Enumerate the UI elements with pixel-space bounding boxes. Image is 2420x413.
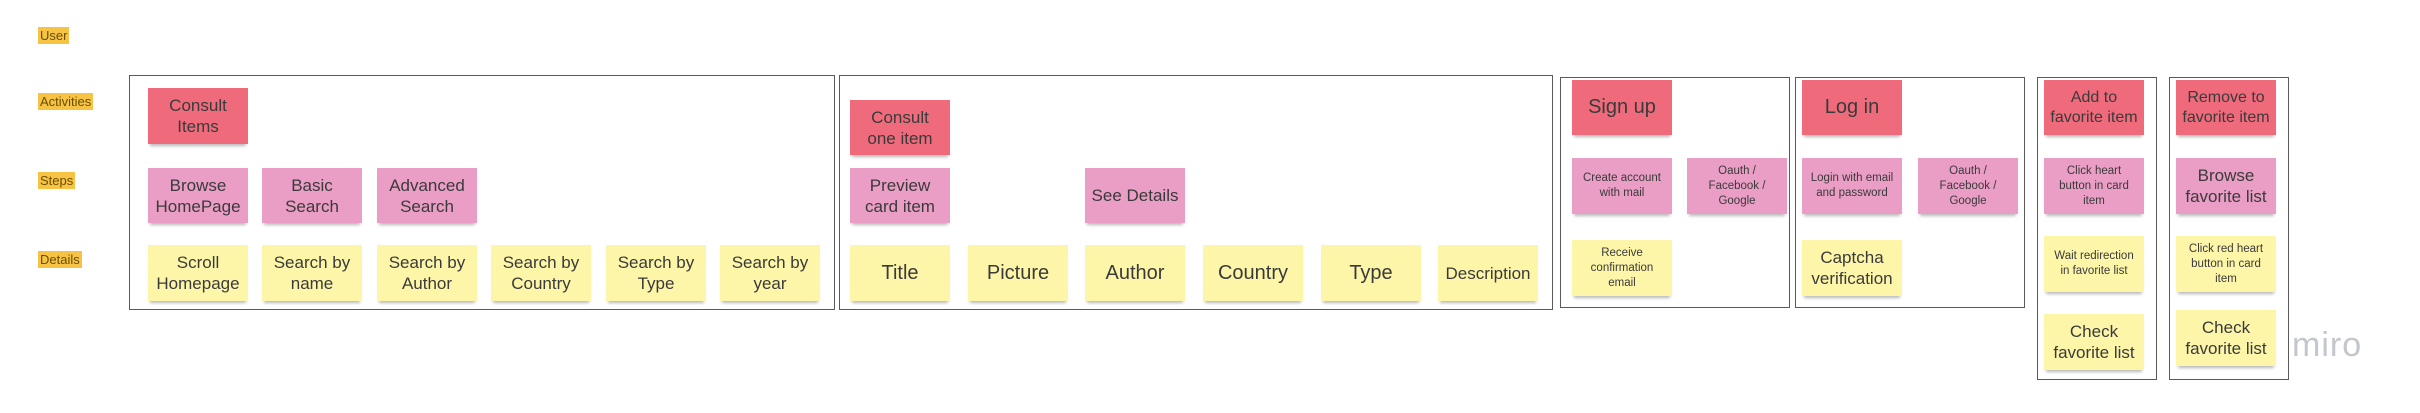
step-create-account-with-mail[interactable]: Create account with mail bbox=[1572, 158, 1672, 214]
frame-sign-up[interactable] bbox=[1560, 77, 1790, 308]
row-label-details: Details bbox=[38, 251, 82, 268]
detail-search-by-type[interactable]: Search by Type bbox=[606, 245, 706, 301]
frame-remove-favorite[interactable] bbox=[2169, 77, 2289, 380]
frame-consult-one-item[interactable] bbox=[839, 75, 1553, 310]
detail-type[interactable]: Type bbox=[1321, 245, 1421, 301]
activity-sign-up[interactable]: Sign up bbox=[1572, 80, 1672, 135]
frame-log-in[interactable] bbox=[1795, 77, 2025, 308]
step-login-with-email[interactable]: Login with email and password bbox=[1802, 158, 1902, 214]
detail-description[interactable]: Description bbox=[1438, 245, 1538, 301]
activity-consult-one-item[interactable]: Consult one item bbox=[850, 100, 950, 155]
detail-check-favorite-list-remove[interactable]: Check favorite list bbox=[2176, 310, 2276, 366]
detail-check-favorite-list-add[interactable]: Check favorite list bbox=[2044, 314, 2144, 370]
step-browse-favorite-list[interactable]: Browse favorite list bbox=[2176, 158, 2276, 214]
detail-search-by-name[interactable]: Search by name bbox=[262, 245, 362, 301]
detail-wait-redirection[interactable]: Wait redirection in favorite list bbox=[2044, 236, 2144, 292]
detail-search-by-country[interactable]: Search by Country bbox=[491, 245, 591, 301]
row-label-user: User bbox=[38, 27, 70, 44]
step-advanced-search[interactable]: Advanced Search bbox=[377, 168, 477, 223]
detail-picture[interactable]: Picture bbox=[968, 245, 1068, 301]
detail-author[interactable]: Author bbox=[1085, 245, 1185, 301]
step-browse-homepage[interactable]: Browse HomePage bbox=[148, 168, 248, 223]
detail-click-red-heart[interactable]: Click red heart button in card item bbox=[2176, 236, 2276, 292]
detail-country[interactable]: Country bbox=[1203, 245, 1303, 301]
step-oauth-signup[interactable]: Oauth / Facebook / Google bbox=[1687, 158, 1787, 214]
detail-title[interactable]: Title bbox=[850, 245, 950, 301]
row-label-steps: Steps bbox=[38, 172, 76, 189]
step-oauth-login[interactable]: Oauth / Facebook / Google bbox=[1918, 158, 2018, 214]
detail-receive-confirmation-email[interactable]: Receive confirmation email bbox=[1572, 240, 1672, 296]
miro-logo: miro bbox=[2292, 326, 2363, 364]
row-label-activities: Activities bbox=[38, 93, 94, 110]
step-click-heart-button[interactable]: Click heart button in card item bbox=[2044, 158, 2144, 214]
frame-consult-items[interactable] bbox=[129, 75, 835, 310]
detail-captcha-verification[interactable]: Captcha verification bbox=[1802, 240, 1902, 296]
activity-add-to-favorite[interactable]: Add to favorite item bbox=[2044, 80, 2144, 135]
detail-search-by-year[interactable]: Search by year bbox=[720, 245, 820, 301]
activity-log-in[interactable]: Log in bbox=[1802, 80, 1902, 135]
activity-consult-items[interactable]: Consult Items bbox=[148, 88, 248, 144]
detail-search-by-author[interactable]: Search by Author bbox=[377, 245, 477, 301]
step-basic-search[interactable]: Basic Search bbox=[262, 168, 362, 223]
detail-scroll-homepage[interactable]: Scroll Homepage bbox=[148, 245, 248, 301]
step-preview-card-item[interactable]: Preview card item bbox=[850, 168, 950, 223]
step-see-details[interactable]: See Details bbox=[1085, 168, 1185, 223]
activity-remove-to-favorite[interactable]: Remove to favorite item bbox=[2176, 80, 2276, 135]
frame-add-favorite[interactable] bbox=[2037, 77, 2157, 380]
